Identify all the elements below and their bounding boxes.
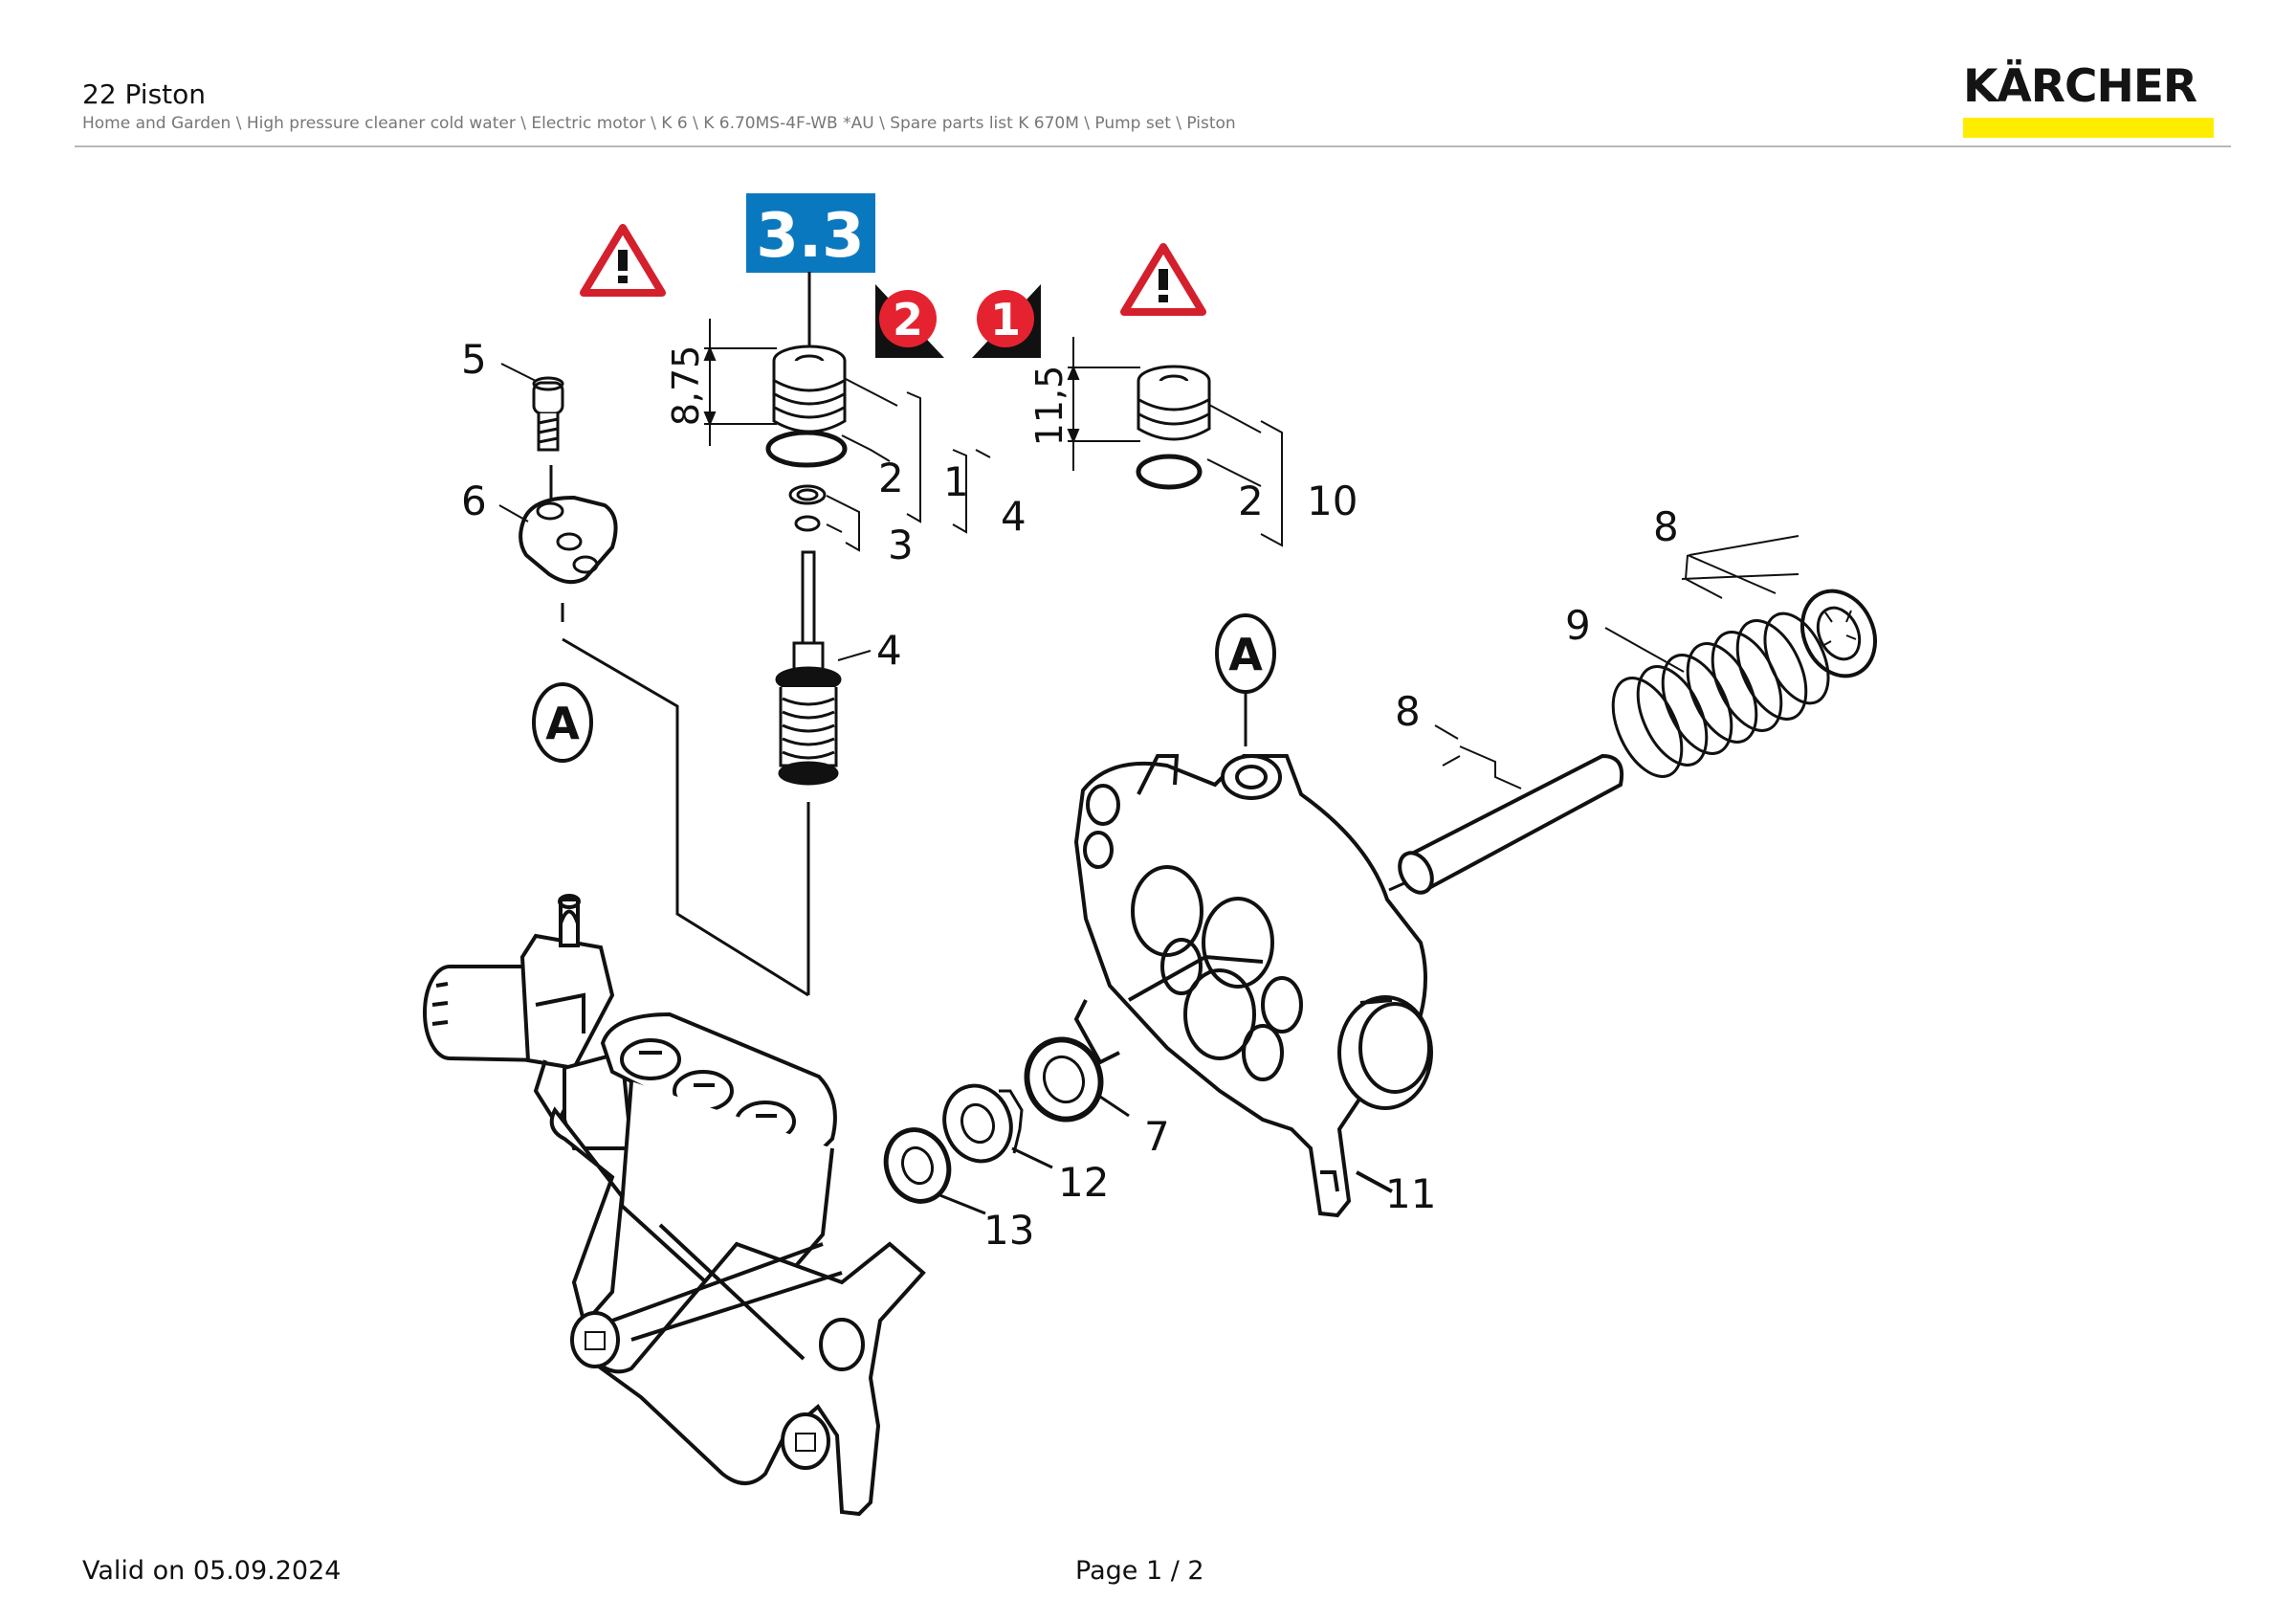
label-part-1: 1 xyxy=(943,458,969,505)
label-part-11: 11 xyxy=(1385,1170,1436,1217)
spring-part-9 xyxy=(1611,611,1830,778)
header-divider xyxy=(75,145,2231,147)
page-number: Page 1 / 2 xyxy=(1075,1556,1204,1586)
logo-yellow-bar xyxy=(1963,118,2214,138)
logo-wordmark: KÄRCHER xyxy=(1963,60,2197,113)
leader-lines xyxy=(826,378,1799,789)
dimension-8-75-label: 8,75 xyxy=(665,345,707,427)
seal-part-7 xyxy=(1024,1036,1130,1123)
screw-part-5 xyxy=(532,376,564,452)
label-part-10: 10 xyxy=(1307,478,1358,524)
step-badge-2-label: 2 xyxy=(893,294,923,345)
washer-part-8 xyxy=(1800,589,1877,678)
part-number-labels: 5 6 2 1 4 3 4 2 10 8 9 8 7 12 13 11 xyxy=(461,336,1685,1254)
plate-part-6 xyxy=(519,495,618,585)
washer-part-3 xyxy=(788,484,827,532)
o-ring-part-2 xyxy=(765,430,848,468)
piston-part-4 xyxy=(775,550,842,995)
dimension-11-5-label: 11,5 xyxy=(1028,366,1071,447)
label-part-4: 4 xyxy=(1001,493,1027,540)
dimension-8-75: 8,75 xyxy=(665,319,777,446)
label-part-8-b: 8 xyxy=(1395,688,1421,735)
valid-date: Valid on 05.09.2024 xyxy=(82,1556,342,1586)
pump-head-assembly xyxy=(423,894,926,1517)
warning-icon xyxy=(1120,243,1206,316)
label-part-8: 8 xyxy=(1653,503,1679,550)
page-title: 22 Piston xyxy=(82,78,207,110)
o-ring-part-2-b xyxy=(1136,454,1203,490)
valve-part-1 xyxy=(772,345,847,434)
step-badge-2: 2 xyxy=(875,284,944,358)
label-part-2-b: 2 xyxy=(1238,478,1264,524)
seal-part-12 xyxy=(942,1083,1053,1169)
reference-a-left: A xyxy=(532,682,593,763)
label-part-2: 2 xyxy=(878,455,904,501)
seal-part-13 xyxy=(883,1127,986,1215)
step-badge-1: 1 xyxy=(972,284,1041,358)
label-part-4-b: 4 xyxy=(876,627,902,674)
label-part-12: 12 xyxy=(1058,1159,1109,1206)
piston-rod-part-8 xyxy=(1388,753,1624,895)
dimension-11-5: 11,5 xyxy=(1028,337,1140,471)
reference-a-left-label: A xyxy=(545,698,580,749)
valve-part-10 xyxy=(1137,365,1211,441)
reference-a-right-label: A xyxy=(1228,629,1263,680)
label-part-3: 3 xyxy=(888,522,914,568)
label-part-9: 9 xyxy=(1565,602,1591,649)
label-part-13: 13 xyxy=(983,1207,1034,1254)
karcher-logo: KÄRCHER xyxy=(1963,60,2216,138)
warning-icon xyxy=(580,224,666,297)
breadcrumb: Home and Garden \ High pressure cleaner … xyxy=(82,114,1236,133)
step-badge-1-label: 1 xyxy=(990,294,1021,345)
reference-a-right: A xyxy=(1215,613,1276,746)
label-part-5: 5 xyxy=(461,336,487,383)
label-part-6: 6 xyxy=(461,478,487,524)
pump-housing-part-11 xyxy=(1073,754,1433,1218)
badge-3-3-label: 3.3 xyxy=(756,201,864,272)
label-part-7: 7 xyxy=(1144,1113,1170,1160)
reference-badge-3-3: 3.3 xyxy=(746,193,875,359)
